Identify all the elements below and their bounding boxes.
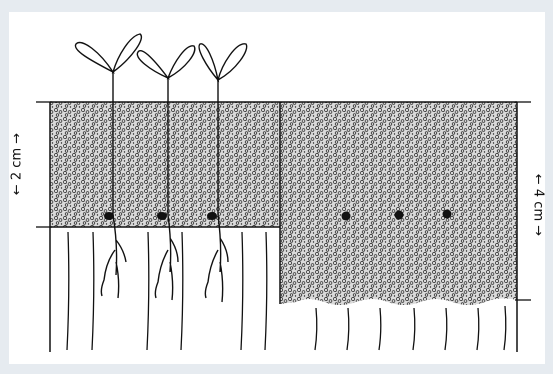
- depth-label-2cm: ← 2 cm →: [10, 133, 25, 195]
- soil-layer-2cm: [50, 102, 280, 227]
- depth-label-4cm: ← 4 cm →: [531, 174, 546, 236]
- soil-layer-4cm: [280, 102, 517, 305]
